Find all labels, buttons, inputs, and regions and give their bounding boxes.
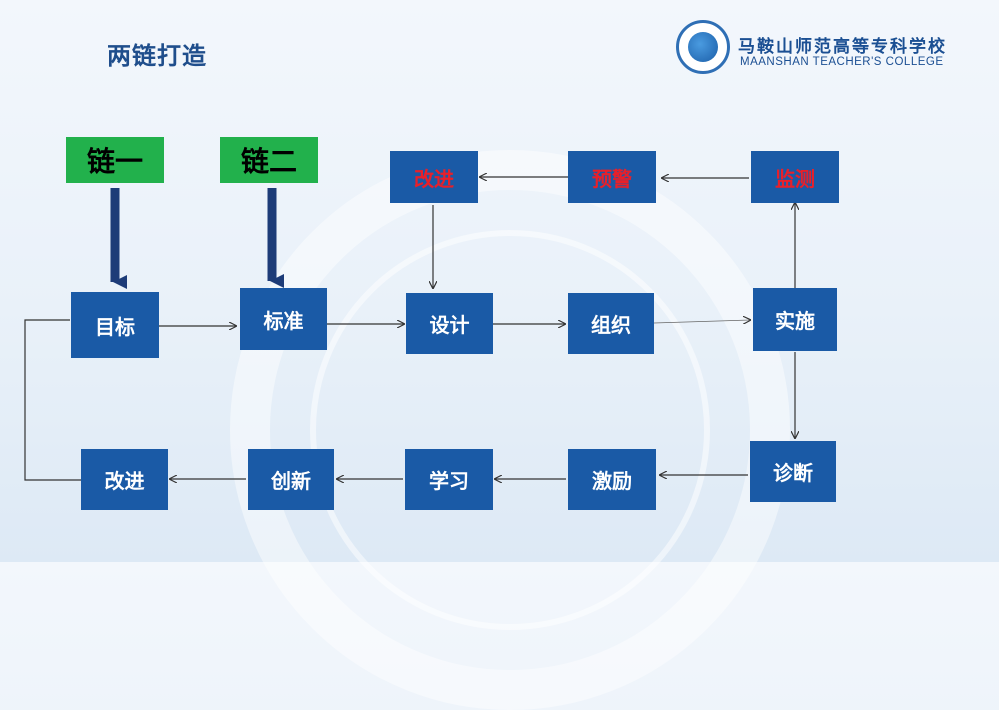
box-implement: 实施 — [753, 288, 837, 351]
page-title: 两链打造 — [107, 42, 207, 70]
connector-lines — [24, 0, 999, 562]
box-design: 设计 — [406, 293, 493, 354]
loop-improve-goal — [24, 319, 81, 481]
box-innovate: 创新 — [248, 449, 334, 510]
box-improve-bottom: 改进 — [81, 449, 168, 510]
school-name-cn: 马鞍山师范高等专科学校 — [738, 37, 947, 57]
box-organize: 组织 — [568, 293, 654, 354]
chain-1-label: 链一 — [66, 137, 164, 183]
box-improve-top: 改进 — [390, 151, 478, 203]
school-logo-icon — [676, 20, 730, 74]
box-diagnose: 诊断 — [750, 441, 836, 502]
box-standard: 标准 — [240, 288, 327, 350]
box-motivate: 激励 — [568, 449, 656, 510]
box-monitor: 监测 — [751, 151, 839, 203]
chain-2-label: 链二 — [220, 137, 318, 183]
box-goal: 目标 — [71, 292, 159, 358]
box-warning: 预警 — [568, 151, 656, 203]
school-name-en: MAANSHAN TEACHER'S COLLEGE — [740, 56, 944, 68]
box-learn: 学习 — [405, 449, 493, 510]
arrow-organize-implement — [653, 320, 750, 323]
